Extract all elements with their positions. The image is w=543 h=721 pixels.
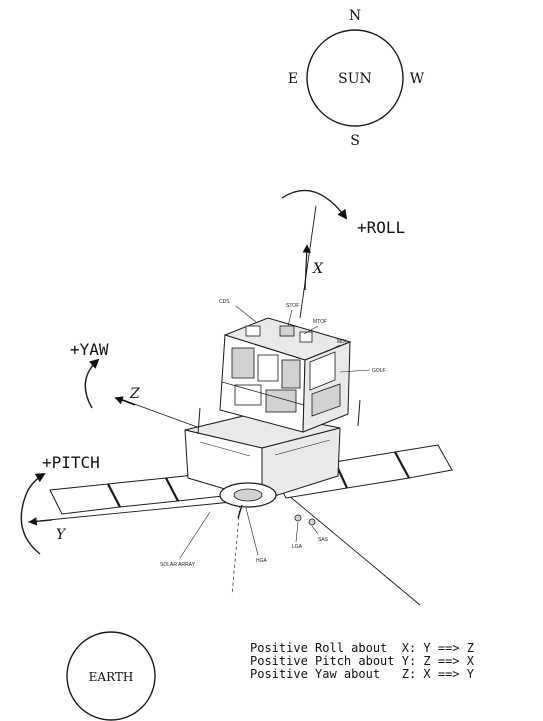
- instrument-box-4: [234, 384, 262, 406]
- label-stof: STOF: [286, 303, 299, 309]
- leader-mdi: [325, 344, 341, 353]
- solar-panel-left-frame-2: [165, 477, 179, 502]
- service-module-detail-2: [274, 439, 331, 456]
- y-axis-line: [27, 501, 233, 523]
- earth-circle: [66, 631, 156, 721]
- x-axis-line: [299, 205, 317, 319]
- leader-hga: [245, 507, 259, 556]
- pointing-line: [231, 504, 241, 596]
- instrument-box-7: [311, 383, 341, 417]
- label-golf: GOLF: [372, 368, 386, 374]
- yaw-arc: [84, 358, 100, 409]
- earth-label: EARTH: [89, 670, 134, 684]
- hga-dish-inner: [233, 488, 263, 502]
- legend-roll: Positive Roll about X: Y ==> Z: [250, 641, 474, 655]
- compass-south: S: [350, 133, 360, 149]
- rotation-legend: Positive Roll about X: Y ==> Z Positive …: [250, 641, 475, 681]
- leader-cds: [235, 305, 257, 323]
- y-axis-label: Y: [56, 527, 67, 543]
- legend-yaw: Positive Yaw about Z: X ==> Y: [250, 667, 475, 681]
- yaw-label: +YAW: [70, 340, 109, 359]
- leader-mtof: [303, 325, 319, 335]
- z-axis-arrow: [114, 396, 136, 406]
- service-module-side: [261, 427, 341, 501]
- leader-golf: [339, 369, 371, 373]
- pitch-label: +PITCH: [42, 453, 100, 472]
- solar-panel-right-frame-2: [394, 451, 410, 479]
- earth-diagram: EARTH: [66, 631, 156, 721]
- payload-module: [219, 317, 352, 433]
- label-cds: CDS: [219, 299, 230, 305]
- hga-mount: [237, 504, 243, 519]
- x-axis-arrow: [302, 244, 311, 291]
- leader-lga: [295, 521, 299, 543]
- leader-lines: [179, 305, 371, 559]
- instrument-box-1: [231, 347, 255, 379]
- instrument-box-6: [309, 351, 336, 391]
- label-hga: HGA: [256, 558, 268, 564]
- boom-right: [357, 399, 361, 427]
- payload-divider: [221, 381, 305, 406]
- instrument-box-2: [257, 354, 279, 382]
- roll-arc: [281, 189, 348, 220]
- leader-stof: [287, 309, 293, 327]
- lga-antenna: [294, 514, 302, 522]
- hga-dish: [219, 482, 277, 519]
- pitch-arc: [20, 472, 46, 555]
- top-instrument-3: [299, 331, 313, 343]
- sun-circle: [306, 29, 404, 127]
- sas-sensor: [308, 518, 316, 526]
- compass-north: N: [349, 8, 361, 24]
- compass-west: W: [410, 71, 425, 87]
- boom-left: [197, 407, 201, 435]
- sun-compass: SUN N E W S: [288, 8, 425, 149]
- instrument-box-5: [265, 389, 297, 413]
- y-axis-arrow: [28, 517, 53, 526]
- service-module-detail: [199, 441, 251, 457]
- sun-label: SUN: [338, 71, 372, 87]
- instrument-box-3: [281, 359, 301, 389]
- label-solar-array: SOLAR ARRAY: [160, 562, 196, 568]
- label-mtof: MTOF: [313, 319, 327, 325]
- rotation-arcs: [20, 189, 348, 555]
- label-mdi: MDI: [337, 339, 346, 345]
- legend-pitch: Positive Pitch about Y: Z ==> X: [250, 654, 475, 668]
- solar-panel-left-frame: [107, 483, 121, 508]
- label-lga: LGA: [292, 544, 303, 550]
- leader-solar-array: [179, 511, 211, 559]
- top-instrument-1: [245, 325, 261, 337]
- roll-label: +ROLL: [357, 218, 405, 237]
- z-axis-label: Z: [129, 386, 140, 402]
- label-sas: SAS: [318, 537, 329, 543]
- top-instrument-2: [279, 325, 295, 337]
- x-axis-label: X: [312, 261, 324, 277]
- compass-east: E: [288, 71, 298, 87]
- leader-sas: [311, 525, 319, 535]
